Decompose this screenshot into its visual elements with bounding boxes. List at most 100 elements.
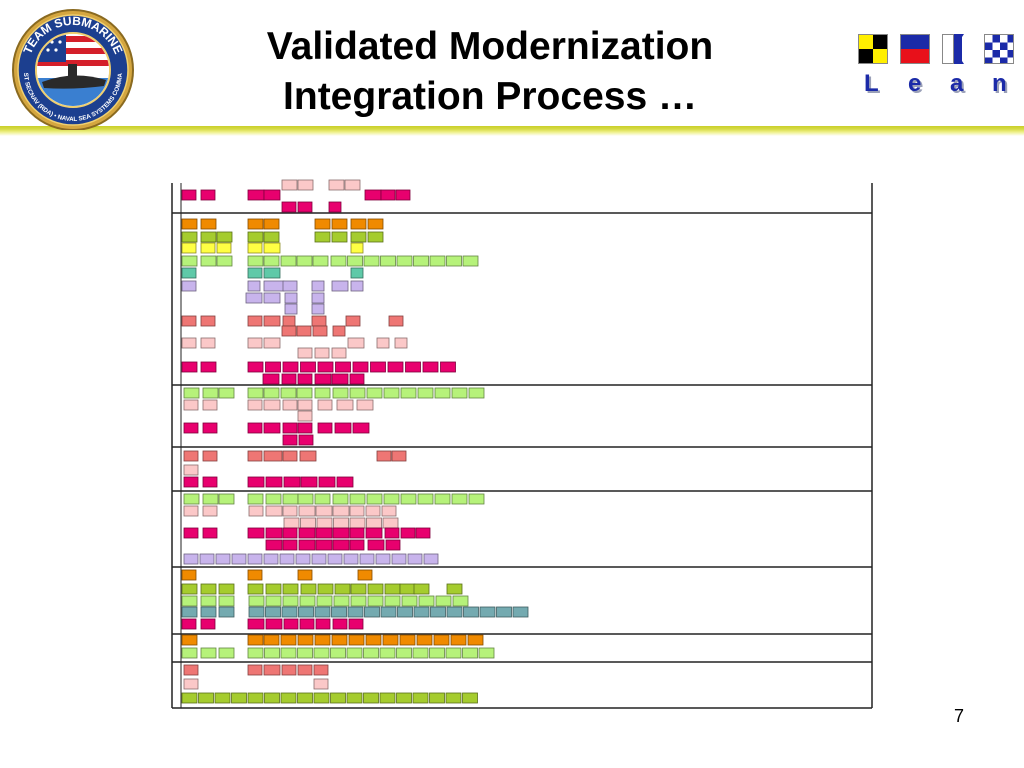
gantt-task-box	[297, 634, 314, 646]
gantt-task-box	[314, 347, 330, 359]
gantt-task-box	[297, 647, 313, 659]
gantt-task-box	[282, 361, 299, 373]
gantt-task-box	[313, 692, 330, 704]
gantt-task-box	[347, 337, 365, 349]
gantt-task-box	[311, 280, 325, 292]
gantt-task-box	[282, 434, 298, 446]
gantt-task-box	[280, 692, 297, 704]
gantt-task-box	[332, 618, 348, 630]
gantt-task-box	[181, 583, 198, 595]
gantt-task-box	[181, 242, 197, 254]
gantt-task-box	[296, 387, 313, 399]
gantt-task-box	[315, 539, 333, 551]
gantt-task-box	[263, 242, 281, 254]
gantt-task-box	[384, 595, 401, 607]
gantt-task-box	[299, 618, 315, 630]
gantt-task-box	[263, 292, 281, 304]
gantt-task-box	[282, 315, 296, 327]
gantt-task-box	[468, 493, 485, 505]
gantt-task-box	[347, 255, 363, 267]
gantt-task-box	[231, 692, 247, 704]
gantt-task-box	[463, 606, 479, 618]
gantt-task-box	[202, 505, 218, 517]
gantt-task-box	[247, 450, 263, 462]
gantt-task-box	[181, 231, 198, 243]
gantt-task-box	[396, 647, 412, 659]
gantt-task-box	[314, 373, 332, 385]
gantt-task-box	[430, 606, 446, 618]
gantt-task-box	[350, 595, 367, 607]
gantt-task-box	[247, 267, 263, 279]
gantt-task-box	[280, 255, 297, 267]
flag-a-icon	[942, 34, 972, 64]
gantt-task-box	[395, 189, 411, 201]
gantt-task-box	[413, 255, 429, 267]
gantt-task-box	[512, 606, 529, 618]
gantt-task-box	[314, 218, 331, 230]
gantt-task-box	[313, 664, 329, 676]
gantt-task-box	[297, 692, 313, 704]
gantt-task-box	[283, 476, 301, 488]
gantt-task-box	[331, 280, 349, 292]
gantt-task-box	[380, 606, 397, 618]
gantt-task-box	[314, 231, 331, 243]
gantt-task-box	[317, 583, 334, 595]
gantt-task-box	[282, 450, 298, 462]
gantt-task-box	[202, 399, 218, 411]
gantt-task-box	[332, 387, 349, 399]
gantt-task-box	[366, 387, 383, 399]
gantt-task-box	[263, 664, 281, 676]
gantt-task-box	[346, 692, 363, 704]
gantt-task-box	[330, 647, 346, 659]
gantt-task-box	[265, 595, 282, 607]
gantt-task-box	[247, 664, 263, 676]
gantt-task-box	[218, 583, 235, 595]
gantt-task-box	[263, 553, 279, 565]
gantt-task-box	[400, 387, 417, 399]
gantt-task-box	[181, 647, 198, 659]
gantt-task-box	[423, 553, 439, 565]
gantt-task-box	[218, 493, 235, 505]
gantt-task-box	[200, 361, 217, 373]
gantt-task-box	[350, 231, 367, 243]
gantt-task-box	[349, 539, 365, 551]
gantt-task-box	[280, 634, 297, 646]
gantt-task-box	[331, 218, 348, 230]
gantt-task-box	[299, 450, 317, 462]
title-underline-bar	[0, 126, 1024, 136]
gantt-task-box	[396, 692, 412, 704]
gantt-task-box	[284, 303, 298, 315]
gantt-task-box	[297, 410, 313, 422]
gantt-task-box	[265, 606, 281, 618]
gantt-task-box	[311, 303, 325, 315]
gantt-task-box	[350, 218, 367, 230]
gantt-task-box	[263, 218, 280, 230]
gantt-task-box	[316, 595, 333, 607]
gantt-task-box	[331, 634, 348, 646]
gantt-task-box	[183, 493, 200, 505]
gantt-task-box	[350, 242, 364, 254]
gantt-task-box	[317, 361, 334, 373]
gantt-task-box	[297, 179, 314, 191]
gantt-task-box	[183, 387, 200, 399]
gantt-task-box	[265, 476, 283, 488]
gantt-task-box	[181, 315, 197, 327]
gantt-task-box	[248, 606, 265, 618]
gantt-task-box	[311, 292, 325, 304]
gantt-task-box	[331, 373, 349, 385]
gantt-task-box	[383, 493, 400, 505]
gantt-task-box	[281, 606, 298, 618]
gantt-task-box	[376, 450, 392, 462]
gantt-task-box	[218, 647, 235, 659]
gantt-task-box	[365, 634, 382, 646]
gantt-task-box	[282, 505, 298, 517]
gantt-task-box	[247, 527, 265, 539]
gantt-task-box	[367, 231, 384, 243]
gantt-task-box	[263, 255, 280, 267]
gantt-task-box	[416, 634, 433, 646]
gantt-task-box	[247, 399, 263, 411]
gantt-task-box	[183, 464, 199, 476]
gantt-task-box	[366, 517, 382, 529]
gantt-task-box	[299, 595, 316, 607]
gantt-task-box	[231, 553, 247, 565]
